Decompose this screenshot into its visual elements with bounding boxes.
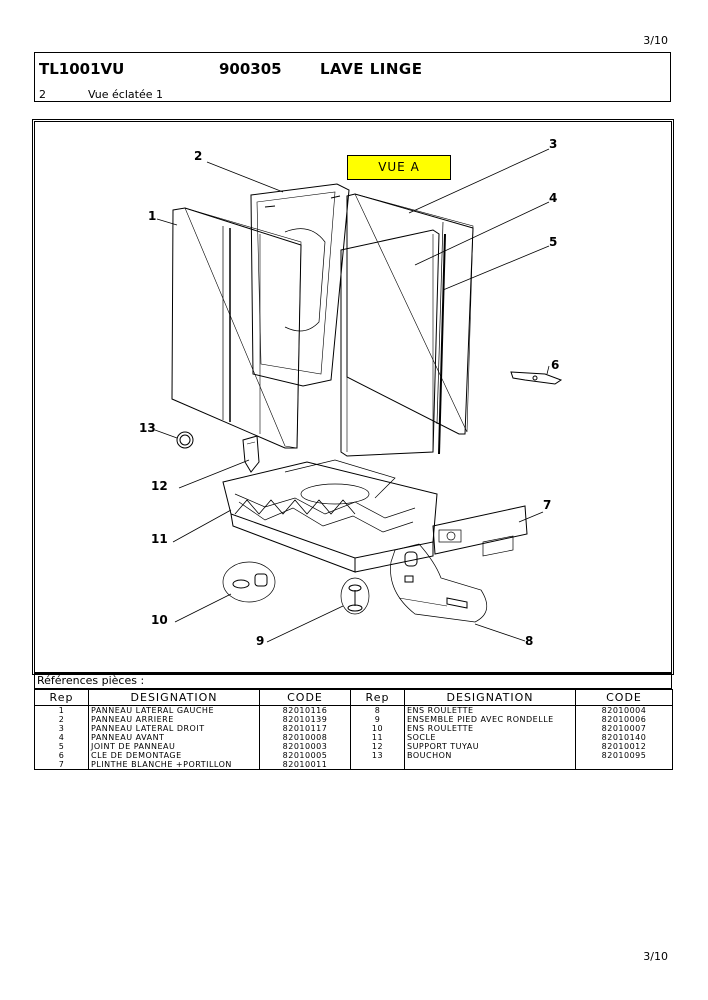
code-cell: 82010008: [259, 733, 351, 742]
callout-11: 11: [151, 532, 168, 546]
rep-cell: 2: [34, 715, 89, 724]
callout-3: 3: [549, 137, 558, 151]
document-header: TL1001VU 900305 LAVE LINGE 2 Vue éclatée…: [34, 52, 671, 102]
col-header-rep: Rep: [34, 689, 89, 706]
front-panel-drawing: [340, 229, 440, 457]
table-row: 5 JOINT DE PANNEAU 82010003 12 SUPPORT T…: [34, 742, 673, 751]
designation-cell: SUPPORT TUYAU: [404, 742, 576, 751]
callout-10: 10: [151, 613, 168, 627]
code-cell: 82010116: [259, 705, 351, 715]
designation-cell: ENS ROULETTE: [404, 705, 576, 715]
designation-cell: SOCLE: [404, 733, 576, 742]
code-cell: [575, 760, 673, 770]
view-a-label: VUE A: [347, 155, 451, 180]
col-header-rep: Rep: [350, 689, 405, 706]
plinth-drawing: [432, 505, 528, 557]
plug-drawing: [176, 431, 194, 449]
left-side-panel-drawing: [171, 207, 302, 449]
callout-8: 8: [525, 634, 534, 648]
designation-cell: PANNEAU LATERAL GAUCHE: [88, 705, 260, 715]
right-side-panel-drawing: [346, 193, 474, 435]
callout-9: 9: [256, 634, 265, 648]
rep-cell: 10: [350, 724, 405, 733]
designation-cell: CLE DE DEMONTAGE: [88, 751, 260, 760]
model-number: TL1001VU: [39, 60, 125, 78]
designation-cell: [404, 760, 576, 770]
designation-cell: PLINTHE BLANCHE +PORTILLON: [88, 760, 260, 770]
rep-cell: 12: [350, 742, 405, 751]
foot-drawing: [340, 577, 370, 615]
panel-joint-drawing: [438, 233, 446, 455]
table-row: 6 CLE DE DEMONTAGE 82010005 13 BOUCHON 8…: [34, 751, 673, 760]
callout-5: 5: [549, 235, 558, 249]
removal-key-drawing: [510, 371, 563, 385]
parts-reference-title: Références pièces :: [34, 673, 672, 689]
designation-cell: ENS ROULETTE: [404, 724, 576, 733]
table-row: 3 PANNEAU LATERAL DROIT 82010117 10 ENS …: [34, 724, 673, 733]
roller-10-drawing: [222, 561, 276, 603]
code-cell: 82010006: [575, 715, 673, 724]
designation-cell: PANNEAU LATERAL DROIT: [88, 724, 260, 733]
table-row: 7 PLINTHE BLANCHE +PORTILLON 82010011: [34, 760, 673, 770]
sheet-number: 2: [39, 88, 46, 101]
code-cell: 82010003: [259, 742, 351, 751]
rep-cell: 3: [34, 724, 89, 733]
designation-cell: BOUCHON: [404, 751, 576, 760]
designation-cell: ENSEMBLE PIED AVEC RONDELLE: [404, 715, 576, 724]
col-header-code: CODE: [575, 689, 673, 706]
callout-6: 6: [551, 358, 560, 372]
rep-cell: 1: [34, 705, 89, 715]
code-cell: 82010095: [575, 751, 673, 760]
page-number-top: 3/10: [643, 34, 668, 47]
rep-cell: 6: [34, 751, 89, 760]
rep-cell: [350, 760, 405, 770]
parts-table-header: Rep DESIGNATION CODE Rep DESIGNATION COD…: [34, 689, 673, 706]
exploded-view-diagram: VUE A 2 1 3 4 5 6 7 8 9 10 11 12 13: [32, 119, 674, 675]
rep-cell: 4: [34, 733, 89, 742]
designation-cell: JOINT DE PANNEAU: [88, 742, 260, 751]
col-header-code: CODE: [259, 689, 351, 706]
sheet-title: Vue éclatée 1: [88, 88, 163, 101]
callout-7: 7: [543, 498, 552, 512]
appliance-title: LAVE LINGE: [320, 60, 423, 78]
table-row: 4 PANNEAU AVANT 82010008 11 SOCLE 820101…: [34, 733, 673, 742]
code-cell: 82010005: [259, 751, 351, 760]
page-number-bottom: 3/10: [643, 950, 668, 963]
col-header-designation: DESIGNATION: [88, 689, 260, 706]
rep-cell: 7: [34, 760, 89, 770]
code-cell: 82010011: [259, 760, 351, 770]
rep-cell: 11: [350, 733, 405, 742]
rear-panel-drawing: [250, 183, 350, 387]
callout-2: 2: [194, 149, 203, 163]
code-cell: 82010140: [575, 733, 673, 742]
roller-8-drawing: [390, 543, 488, 623]
rep-cell: 13: [350, 751, 405, 760]
code-cell: 82010004: [575, 705, 673, 715]
callout-13: 13: [139, 421, 156, 435]
callout-leader-lines: [154, 148, 550, 643]
reference-number: 900305: [219, 60, 282, 78]
rep-cell: 5: [34, 742, 89, 751]
code-cell: 82010139: [259, 715, 351, 724]
designation-cell: PANNEAU ARRIERE: [88, 715, 260, 724]
rep-cell: 9: [350, 715, 405, 724]
base-drawing: [222, 459, 438, 573]
code-cell: 82010012: [575, 742, 673, 751]
callout-4: 4: [549, 191, 558, 205]
code-cell: 82010007: [575, 724, 673, 733]
hose-support-drawing: [242, 435, 260, 473]
designation-cell: PANNEAU AVANT: [88, 733, 260, 742]
callout-12: 12: [151, 479, 168, 493]
table-row: 1 PANNEAU LATERAL GAUCHE 82010116 8 ENS …: [34, 705, 673, 715]
parts-reference-section: Références pièces : Rep DESIGNATION CODE…: [34, 673, 673, 770]
col-header-designation: DESIGNATION: [404, 689, 576, 706]
code-cell: 82010117: [259, 724, 351, 733]
callout-1: 1: [148, 209, 157, 223]
rep-cell: 8: [350, 705, 405, 715]
parts-table: Rep DESIGNATION CODE Rep DESIGNATION COD…: [34, 689, 673, 770]
table-row: 2 PANNEAU ARRIERE 82010139 9 ENSEMBLE PI…: [34, 715, 673, 724]
exploded-view-drawing: [154, 148, 563, 643]
